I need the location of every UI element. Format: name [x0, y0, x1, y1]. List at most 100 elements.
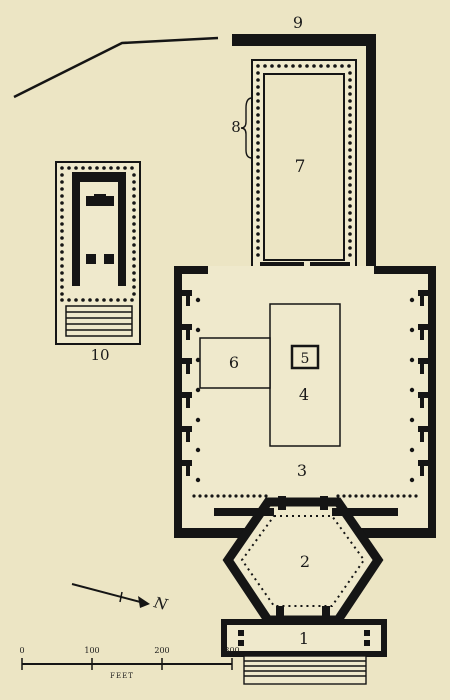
column-dot: [60, 173, 64, 177]
label-9: 9: [293, 13, 303, 32]
column-dot: [132, 173, 136, 177]
altar: [290, 344, 320, 370]
column-dot: [60, 166, 64, 170]
column-dot: [132, 271, 136, 275]
column-dot: [256, 134, 260, 138]
column-dot: [252, 494, 256, 498]
wall-pier: [186, 398, 190, 408]
column-dot: [408, 494, 412, 498]
label-2: 2: [300, 552, 310, 571]
wall-pier: [418, 460, 428, 466]
label-5: 5: [301, 351, 310, 367]
column-dot: [195, 447, 201, 453]
column-dot: [240, 494, 244, 498]
column-dot: [256, 162, 260, 166]
column-dot: [198, 494, 202, 498]
column-dot: [132, 278, 136, 282]
column-dot: [384, 494, 388, 498]
column-dot: [348, 162, 352, 166]
column-dot: [256, 120, 260, 124]
column-dot: [256, 141, 260, 145]
column-dot: [95, 298, 99, 302]
column-dot: [116, 298, 120, 302]
wall-pier: [182, 392, 192, 398]
wall-pier: [182, 460, 192, 466]
column-dot: [348, 141, 352, 145]
column-dot: [195, 387, 201, 393]
column-dot: [204, 494, 208, 498]
column-dot: [132, 250, 136, 254]
column-dot: [409, 447, 415, 453]
column-dot: [60, 250, 64, 254]
column-dot: [348, 211, 352, 215]
column-dot: [256, 99, 260, 103]
wall-pier: [186, 296, 190, 306]
column-dot: [409, 417, 415, 423]
column-dot: [291, 64, 295, 68]
scale-tick-300: 300: [224, 646, 239, 655]
column-dot: [348, 253, 352, 257]
column-dot: [347, 64, 351, 68]
column-dot: [195, 297, 201, 303]
column-dot: [348, 190, 352, 194]
label-6: 6: [229, 353, 239, 372]
wall-pier: [420, 364, 424, 374]
column-dot: [348, 494, 352, 498]
wall-pier: [182, 324, 192, 330]
column-dot: [195, 477, 201, 483]
column-dot: [319, 64, 323, 68]
wall-pier: [186, 432, 190, 442]
column-dot: [256, 85, 260, 89]
column-dot: [102, 166, 106, 170]
column-dot: [348, 92, 352, 96]
wall-pier: [182, 290, 192, 296]
column-dot: [210, 494, 214, 498]
wall-pier: [418, 358, 428, 364]
column-dot: [132, 285, 136, 289]
column-dot: [132, 194, 136, 198]
column-dot: [60, 243, 64, 247]
column-dot: [256, 64, 260, 68]
column-dot: [256, 253, 260, 257]
column-dot: [246, 494, 250, 498]
propylaea-steps: [243, 655, 367, 685]
column-dot: [88, 298, 92, 302]
column-dot: [258, 494, 262, 498]
enclosure-wall: [13, 34, 376, 268]
column-dot: [74, 298, 78, 302]
column-dot: [348, 176, 352, 180]
small-temple-steps: [65, 305, 133, 337]
column-dot: [60, 278, 64, 282]
column-dot: [132, 208, 136, 212]
column-dot: [67, 298, 71, 302]
column-dot: [298, 64, 302, 68]
column-dot: [132, 264, 136, 268]
column-dot: [60, 292, 64, 296]
column-dot: [396, 494, 400, 498]
column-dot: [348, 204, 352, 208]
wall-pier: [420, 466, 424, 476]
column-dot: [348, 99, 352, 103]
column-dot: [132, 243, 136, 247]
wall-pier: [182, 358, 192, 364]
wall-pier: [418, 392, 428, 398]
column-dot: [256, 204, 260, 208]
side-platform: [199, 337, 271, 389]
column-dot: [270, 64, 274, 68]
column-dot: [256, 246, 260, 250]
column-dot: [256, 190, 260, 194]
column-dot: [402, 494, 406, 498]
column-dot: [228, 494, 232, 498]
column-dot: [60, 285, 64, 289]
scale-unit: FEET: [110, 672, 134, 680]
column-dot: [348, 134, 352, 138]
column-dot: [256, 211, 260, 215]
column-dot: [409, 387, 415, 393]
column-dot: [256, 218, 260, 222]
column-dot: [132, 201, 136, 205]
column-dot: [348, 197, 352, 201]
column-dot: [348, 78, 352, 82]
column-dot: [256, 232, 260, 236]
column-dot: [222, 494, 226, 498]
column-dot: [336, 494, 340, 498]
